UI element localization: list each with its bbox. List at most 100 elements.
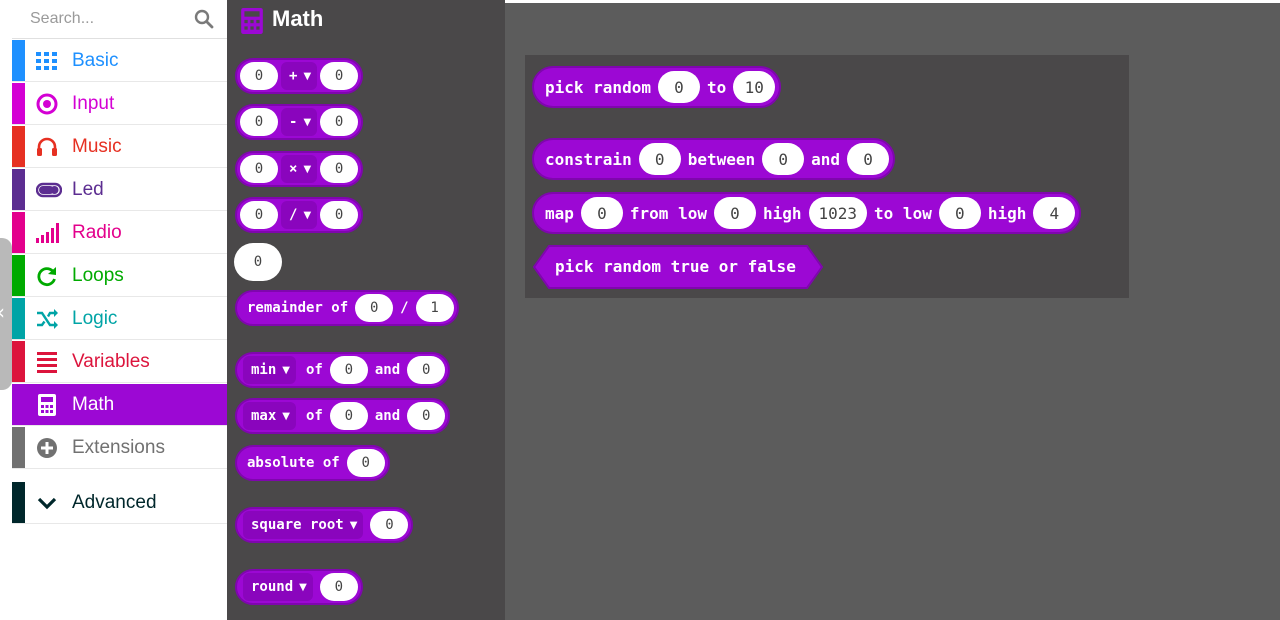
block-label: map bbox=[545, 203, 574, 223]
constrain-block[interactable]: constrain 0 between 0 and 0 bbox=[532, 138, 896, 180]
category-color-bar bbox=[12, 482, 25, 523]
category-color-bar bbox=[12, 212, 25, 253]
function-dropdown[interactable]: max▼ bbox=[243, 402, 296, 430]
operand-input[interactable]: 0 bbox=[329, 402, 368, 430]
category-music[interactable]: Music bbox=[12, 126, 227, 168]
subtract-block[interactable]: 0 -▼ 0 bbox=[235, 104, 364, 140]
map-block[interactable]: map 0 from low 0 high 1023 to low 0 high… bbox=[532, 192, 1082, 234]
operand-input[interactable]: 0 bbox=[329, 356, 368, 384]
operand-input[interactable]: 0 bbox=[240, 201, 278, 229]
function-label: min bbox=[251, 362, 277, 378]
category-variables[interactable]: Variables bbox=[12, 341, 227, 383]
add-block[interactable]: 0 +▼ 0 bbox=[235, 58, 364, 94]
operand-input[interactable]: 0 bbox=[580, 197, 623, 229]
category-led[interactable]: Led bbox=[12, 169, 227, 211]
category-label: Radio bbox=[72, 222, 122, 243]
operand-input[interactable]: 1023 bbox=[808, 197, 868, 229]
operand-input[interactable]: 4 bbox=[1033, 197, 1076, 229]
square-root-block[interactable]: square root▼ 0 bbox=[235, 507, 414, 543]
operand-input[interactable]: 0 bbox=[938, 197, 981, 229]
operand-input[interactable]: 0 bbox=[320, 201, 359, 229]
absolute-block[interactable]: absolute of 0 bbox=[235, 445, 390, 481]
category-loops[interactable]: Loops bbox=[12, 255, 227, 297]
category-label: Input bbox=[72, 93, 115, 114]
category-color-bar bbox=[12, 298, 25, 339]
operand-input[interactable]: 0 bbox=[407, 356, 446, 384]
operator-dropdown[interactable]: +▼ bbox=[281, 62, 318, 90]
operand-input[interactable]: 0 bbox=[638, 143, 681, 175]
operand-input[interactable]: 0 bbox=[240, 108, 278, 136]
number-value[interactable]: 0 bbox=[253, 254, 263, 270]
collapse-toolbox-tab[interactable]: ‹ bbox=[0, 238, 12, 390]
category-radio[interactable]: Radio bbox=[12, 212, 227, 254]
caret-down-icon: ▼ bbox=[282, 410, 290, 422]
category-color-bar bbox=[12, 341, 25, 382]
min-block[interactable]: min▼ of 0 and 0 bbox=[235, 352, 451, 388]
number-block[interactable]: 0 bbox=[234, 243, 282, 281]
hexagon-block-shape bbox=[533, 245, 823, 289]
operator-label: - bbox=[289, 114, 298, 130]
operand-input[interactable]: 0 bbox=[320, 108, 359, 136]
category-extensions[interactable]: Extensions bbox=[12, 427, 227, 469]
search-icon[interactable] bbox=[194, 9, 214, 29]
operand-input[interactable]: 0 bbox=[657, 71, 700, 103]
max-block[interactable]: max▼ of 0 and 0 bbox=[235, 398, 451, 434]
category-math[interactable]: Math bbox=[12, 384, 227, 426]
caret-down-icon: ▼ bbox=[282, 364, 290, 376]
block-label: high bbox=[762, 203, 802, 223]
divide-block[interactable]: 0 /▼ 0 bbox=[235, 197, 364, 233]
category-advanced[interactable]: Advanced bbox=[12, 482, 227, 524]
function-dropdown[interactable]: square root▼ bbox=[243, 511, 364, 539]
category-color-bar bbox=[12, 427, 25, 468]
category-label: Basic bbox=[72, 50, 119, 71]
category-input[interactable]: Input bbox=[12, 83, 227, 125]
multiply-block[interactable]: 0 ×▼ 0 bbox=[235, 151, 364, 187]
block-label: absolute of bbox=[247, 455, 340, 471]
operand-input[interactable]: 0 bbox=[240, 155, 278, 183]
operand-input[interactable]: 0 bbox=[346, 449, 385, 477]
calculator-icon bbox=[38, 394, 56, 416]
chevron-left-icon: ‹ bbox=[0, 300, 9, 324]
function-dropdown[interactable]: min ▼ bbox=[243, 356, 296, 384]
operand-input[interactable]: 0 bbox=[713, 197, 756, 229]
category-logic[interactable]: Logic bbox=[12, 298, 227, 340]
operand-input[interactable]: 10 bbox=[733, 71, 776, 103]
block-label: of bbox=[306, 408, 323, 424]
list-icon bbox=[37, 352, 57, 373]
operand-input[interactable]: 0 bbox=[762, 143, 805, 175]
operator-dropdown[interactable]: -▼ bbox=[281, 108, 318, 136]
pick-random-boolean-block[interactable]: pick random true or false bbox=[533, 245, 823, 289]
operator-dropdown[interactable]: ×▼ bbox=[281, 155, 318, 183]
category-color-bar bbox=[12, 83, 25, 124]
operand-input[interactable]: 0 bbox=[407, 402, 446, 430]
pick-random-block[interactable]: pick random 0 to 10 bbox=[532, 66, 782, 108]
operator-label: / bbox=[289, 207, 298, 223]
category-label: Music bbox=[72, 136, 122, 157]
category-label: Math bbox=[72, 394, 115, 415]
refresh-icon bbox=[37, 267, 56, 286]
operator-dropdown[interactable]: /▼ bbox=[281, 201, 318, 229]
operand-input[interactable]: 0 bbox=[320, 62, 359, 90]
operand-input[interactable]: 1 bbox=[415, 294, 454, 322]
flyout-title: Math bbox=[272, 6, 324, 31]
operand-input[interactable]: 0 bbox=[319, 573, 358, 601]
operand-input[interactable]: 0 bbox=[240, 62, 278, 90]
operand-input[interactable]: 0 bbox=[847, 143, 890, 175]
round-block[interactable]: round▼ 0 bbox=[235, 569, 363, 605]
category-basic[interactable]: Basic bbox=[12, 40, 227, 82]
function-dropdown[interactable]: round▼ bbox=[243, 573, 313, 601]
category-color-bar bbox=[12, 126, 25, 167]
remainder-block[interactable]: remainder of 0 / 1 bbox=[235, 290, 459, 326]
grid-icon bbox=[36, 52, 57, 70]
category-label: Loops bbox=[72, 265, 124, 286]
caret-down-icon: ▼ bbox=[303, 116, 312, 128]
category-label: Variables bbox=[72, 351, 150, 372]
toggle-icon bbox=[36, 182, 62, 198]
operand-input[interactable]: 0 bbox=[320, 155, 359, 183]
search-input[interactable] bbox=[12, 0, 192, 38]
operand-input[interactable]: 0 bbox=[355, 294, 394, 322]
block-label: from low bbox=[629, 203, 707, 223]
function-label: square root bbox=[251, 517, 344, 533]
operand-input[interactable]: 0 bbox=[370, 511, 409, 539]
toolbox: Basic Input Music Led bbox=[12, 0, 227, 620]
